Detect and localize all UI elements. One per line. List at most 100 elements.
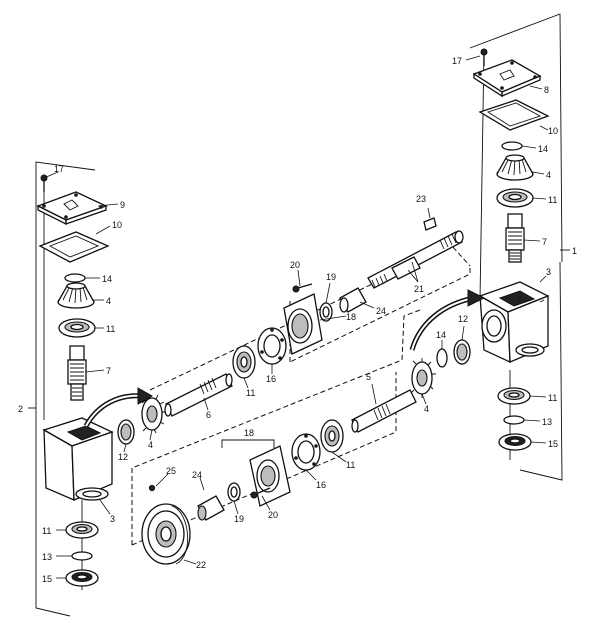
lbl-4-lower: 4 xyxy=(424,404,429,414)
lbl-23: 23 xyxy=(416,194,426,204)
cover-9-left xyxy=(36,191,108,226)
bearing-12-left xyxy=(117,419,135,445)
lbl-4-left: 4 xyxy=(106,296,111,306)
lbl-2: 2 xyxy=(18,404,23,414)
lbl-6: 6 xyxy=(206,410,211,420)
lbl-8-right: 8 xyxy=(544,85,549,95)
housing-3-left xyxy=(42,417,114,502)
lbl-3-left: 3 xyxy=(110,514,115,524)
lbl-12-right: 12 xyxy=(458,314,468,324)
bevel-gear-4-left xyxy=(57,282,95,309)
bearing-11-mid xyxy=(232,345,256,379)
lbl-25: 25 xyxy=(166,466,176,476)
lbl-15-left: 15 xyxy=(42,574,52,584)
lbl-24-lower: 24 xyxy=(192,470,202,480)
lbl-11-mid: 11 xyxy=(246,388,255,398)
lbl-22: 22 xyxy=(196,560,206,570)
oring-14-mid xyxy=(436,348,448,368)
housing-3-right xyxy=(478,281,550,364)
spacer-24-top xyxy=(339,287,367,313)
lbl-1: 1 xyxy=(572,246,577,256)
lbl-10-left: 10 xyxy=(112,220,122,230)
lbl-11-lower: 11 xyxy=(346,460,355,470)
oring-14-right xyxy=(501,141,523,151)
lbl-11-left-bot: 11 xyxy=(42,526,51,536)
seal-15-left xyxy=(65,569,99,587)
lbl-16-lower: 16 xyxy=(316,480,326,490)
lbl-20-lower: 20 xyxy=(268,510,278,520)
lbl-18-lower: 18 xyxy=(244,428,254,438)
lower-shaft-dashed-frame xyxy=(131,309,421,546)
bearing-11-left-bot xyxy=(65,521,99,539)
rotation-arrow-right xyxy=(409,289,486,351)
gasket-16-lower xyxy=(291,433,321,471)
shaft-5 xyxy=(351,389,417,433)
lbl-7-right: 7 xyxy=(542,237,547,247)
screw-17-right xyxy=(480,48,488,66)
lbl-14-right: 14 xyxy=(538,144,548,154)
lbl-19-lower: 19 xyxy=(234,514,244,524)
gasket-10-right xyxy=(478,99,550,131)
lbl-19-top: 19 xyxy=(326,272,336,282)
lbl-9: 9 xyxy=(120,200,125,210)
lbl-12-left: 12 xyxy=(118,452,128,462)
lbl-14-mid: 14 xyxy=(436,330,446,340)
lbl-13-left: 13 xyxy=(42,552,52,562)
spacer-24-lower xyxy=(197,495,225,521)
seal-15-right xyxy=(498,433,532,451)
bearing-11-left-top xyxy=(58,318,96,338)
bevel-gear-4-right xyxy=(496,154,534,181)
screw-20-lower xyxy=(250,487,271,499)
lbl-14-left: 14 xyxy=(102,274,112,284)
lbl-3-right: 3 xyxy=(546,267,551,277)
bevel-gear-4-mid xyxy=(141,393,166,434)
lbl-21: 21 xyxy=(414,284,424,294)
bearing-12-right xyxy=(453,339,471,365)
rotation-arrow-left xyxy=(83,387,154,428)
bearing-11-right-bot xyxy=(497,387,531,405)
oring-19-top xyxy=(319,302,333,322)
shaft-21 xyxy=(367,230,464,289)
lbl-20-top: 20 xyxy=(290,260,300,270)
key-23 xyxy=(423,217,437,231)
oring-13-left xyxy=(71,551,93,561)
pinion-shaft-7-left xyxy=(67,345,87,401)
setscrew-25 xyxy=(148,484,156,492)
lbl-15-right: 15 xyxy=(548,439,558,449)
lbl-24-top: 24 xyxy=(376,306,386,316)
part-labels: 17 8 10 14 4 11 7 1 3 12 14 11 13 15 23 … xyxy=(18,56,577,584)
lbl-7-left: 7 xyxy=(106,366,111,376)
flange-18-top xyxy=(283,293,323,355)
lbl-11-left-top: 11 xyxy=(106,324,115,334)
oring-19-lower xyxy=(227,482,241,502)
bevel-gear-4-lower xyxy=(410,358,436,398)
bearing-11-right-top xyxy=(496,188,534,208)
bearing-11-lower xyxy=(320,419,344,453)
lbl-16-top: 16 xyxy=(266,374,276,384)
screw-17-left xyxy=(40,174,48,192)
bracket-18-lower-bracket xyxy=(221,439,275,448)
oring-13-right xyxy=(503,415,525,425)
lbl-11-right-bot: 11 xyxy=(548,393,557,403)
cover-8-right xyxy=(472,59,542,98)
right-axis-line xyxy=(479,49,485,301)
leader-lines xyxy=(43,55,549,579)
lbl-11-right-top: 11 xyxy=(548,195,557,205)
assembly-bracket-right xyxy=(469,13,570,481)
flange-18-lower xyxy=(249,445,291,507)
oring-14-left xyxy=(64,273,86,283)
gasket-10-left xyxy=(38,231,110,263)
pulley-22 xyxy=(141,503,191,565)
pinion-shaft-7-right xyxy=(505,213,525,263)
lbl-4-right: 4 xyxy=(546,170,551,180)
gasket-16-top xyxy=(257,327,287,365)
shaft-6 xyxy=(164,373,233,417)
lbl-4-mid: 4 xyxy=(148,440,153,450)
assembly-bracket-left xyxy=(28,161,96,617)
lbl-17-left: 17 xyxy=(54,164,64,174)
lbl-10-right: 10 xyxy=(548,126,558,136)
lbl-13-right: 13 xyxy=(542,417,552,427)
lbl-5: 5 xyxy=(366,372,371,382)
